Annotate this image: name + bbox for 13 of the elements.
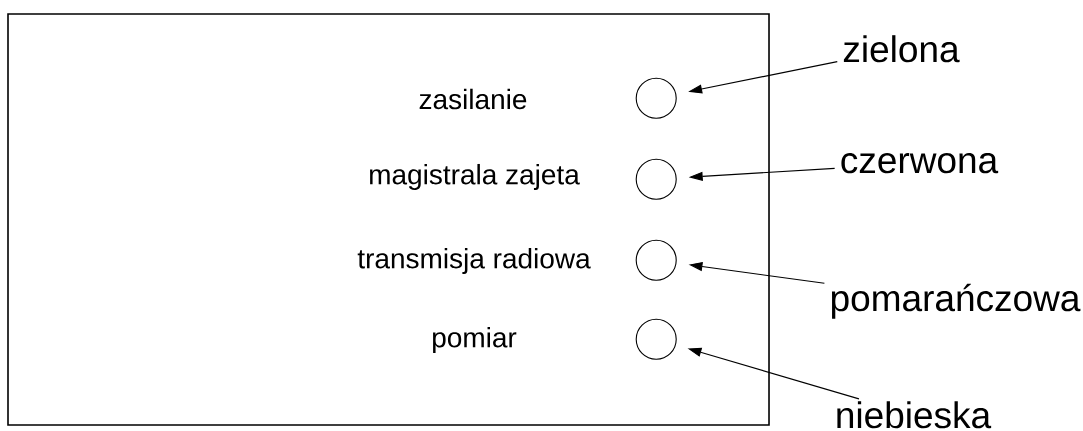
led-circle: [635, 318, 677, 360]
color-label: zielona: [843, 35, 960, 63]
led-label: zasilanie: [419, 88, 527, 110]
led-label: pomiar: [433, 326, 517, 354]
led-label: transmisja radiowa: [357, 247, 591, 275]
led-circle: [635, 158, 677, 200]
led-circle: [635, 239, 677, 281]
panel-box: [7, 13, 770, 426]
led-label: magistrala zajeta: [370, 163, 580, 191]
color-label: pomarańczowa: [831, 283, 1081, 319]
color-label: czerwona: [841, 153, 999, 174]
led-circle: [635, 77, 677, 119]
color-label: niebieska: [837, 401, 992, 429]
